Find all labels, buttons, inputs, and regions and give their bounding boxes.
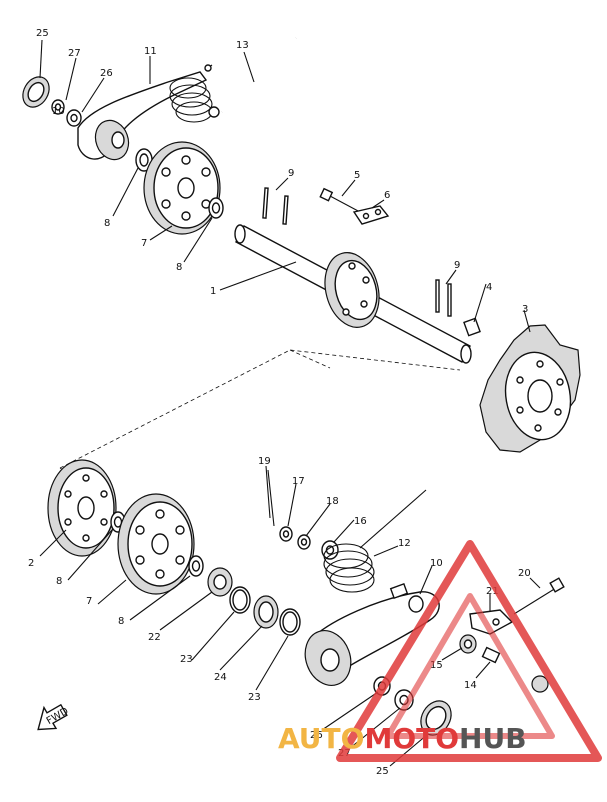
callout-23-b: 23	[248, 692, 261, 703]
part-6-bracket	[352, 205, 390, 225]
callout-10-lower: 10	[430, 558, 443, 569]
part-13-rod	[221, 37, 297, 113]
callout-20: 20	[518, 568, 531, 579]
watermark-wordmark: AUTOMOTOHUB	[278, 722, 527, 755]
callout-1: 1	[210, 286, 216, 297]
part-3-drive-sprocket	[479, 324, 581, 453]
forward-direction-arrow-icon	[37, 703, 68, 731]
part-10-arm-lower	[304, 583, 440, 686]
callout-4: 4	[486, 282, 492, 293]
part-4-collar	[463, 317, 481, 337]
callout-23-a: 23	[180, 654, 193, 665]
part-10-27-washers-top	[51, 99, 82, 127]
callout-3: 3	[522, 304, 528, 315]
forward-marker-label: FWD	[45, 706, 71, 727]
spring-top	[169, 64, 220, 123]
part-15-collar	[459, 634, 477, 654]
callout-26-top: 26	[100, 68, 113, 79]
callout-27-top: 27	[68, 48, 81, 59]
callout-8-c: 8	[56, 576, 62, 587]
part-9-pins-left	[262, 187, 289, 225]
part-23-circlip-a	[229, 586, 251, 614]
part-8-washer-upper-b	[208, 197, 224, 219]
callout-15: 15	[430, 660, 443, 671]
part-7-idler-wheel-upper	[143, 141, 221, 235]
callout-8-d: 8	[118, 616, 124, 627]
part-14-pin	[481, 646, 501, 664]
callout-18: 18	[326, 496, 339, 507]
watermark-auto: AUTOMOTOHUB	[278, 722, 527, 755]
part-8-washer-lower-b	[188, 555, 204, 577]
part-24-spacer	[253, 595, 279, 629]
callout-26-bottom: 26	[310, 730, 323, 741]
callout-2: 2	[28, 558, 34, 569]
lower-arm-end	[531, 675, 549, 693]
callout-7-b: 7	[86, 596, 92, 607]
callout-21: 21	[486, 586, 499, 597]
callout-22: 22	[148, 632, 161, 643]
callout-24: 24	[214, 672, 227, 683]
callout-8-a: 8	[104, 218, 110, 229]
part-18-washer	[297, 534, 311, 550]
callout-10-top: 10	[52, 106, 65, 117]
part-9-pins-right	[435, 279, 452, 317]
shaft-flange	[324, 252, 380, 328]
callout-25-bottom: 25	[376, 766, 389, 777]
watermark-hub-text: HUB	[459, 722, 527, 755]
callout-17: 17	[292, 476, 305, 487]
callout-8-b: 8	[176, 262, 182, 273]
callout-9-b: 9	[454, 260, 460, 271]
callout-19: 19	[258, 456, 271, 467]
part-22-bearing	[207, 567, 233, 597]
part-25-cap-top	[22, 76, 50, 108]
leader-lines	[39, 39, 541, 767]
callout-5: 5	[354, 170, 360, 181]
watermark-triangle-logo	[336, 540, 602, 762]
callout-7-a: 7	[141, 238, 147, 249]
callout-16: 16	[354, 516, 367, 527]
callout-6: 6	[384, 190, 390, 201]
part-12-spring-lower	[323, 489, 427, 593]
callout-12: 12	[398, 538, 411, 549]
part-20-bolt	[513, 577, 565, 615]
callout-14: 14	[464, 680, 477, 691]
part-23-circlip-b	[279, 608, 301, 636]
watermark-auto-text: AUTO	[278, 722, 364, 755]
part-7-idler-wheel-lower	[117, 493, 195, 595]
part-19-pin	[267, 469, 275, 527]
part-17-nut	[279, 526, 293, 542]
callout-9-a: 9	[288, 168, 294, 179]
callout-13: 13	[236, 40, 249, 51]
watermark-moto-text: MOTO	[364, 722, 459, 755]
part-2-sprocket-lower	[47, 459, 117, 557]
part-25-cap-bottom	[420, 700, 452, 736]
part-5-bolt	[319, 187, 361, 213]
callout-11: 11	[144, 46, 157, 57]
callout-25-top: 25	[36, 28, 49, 39]
